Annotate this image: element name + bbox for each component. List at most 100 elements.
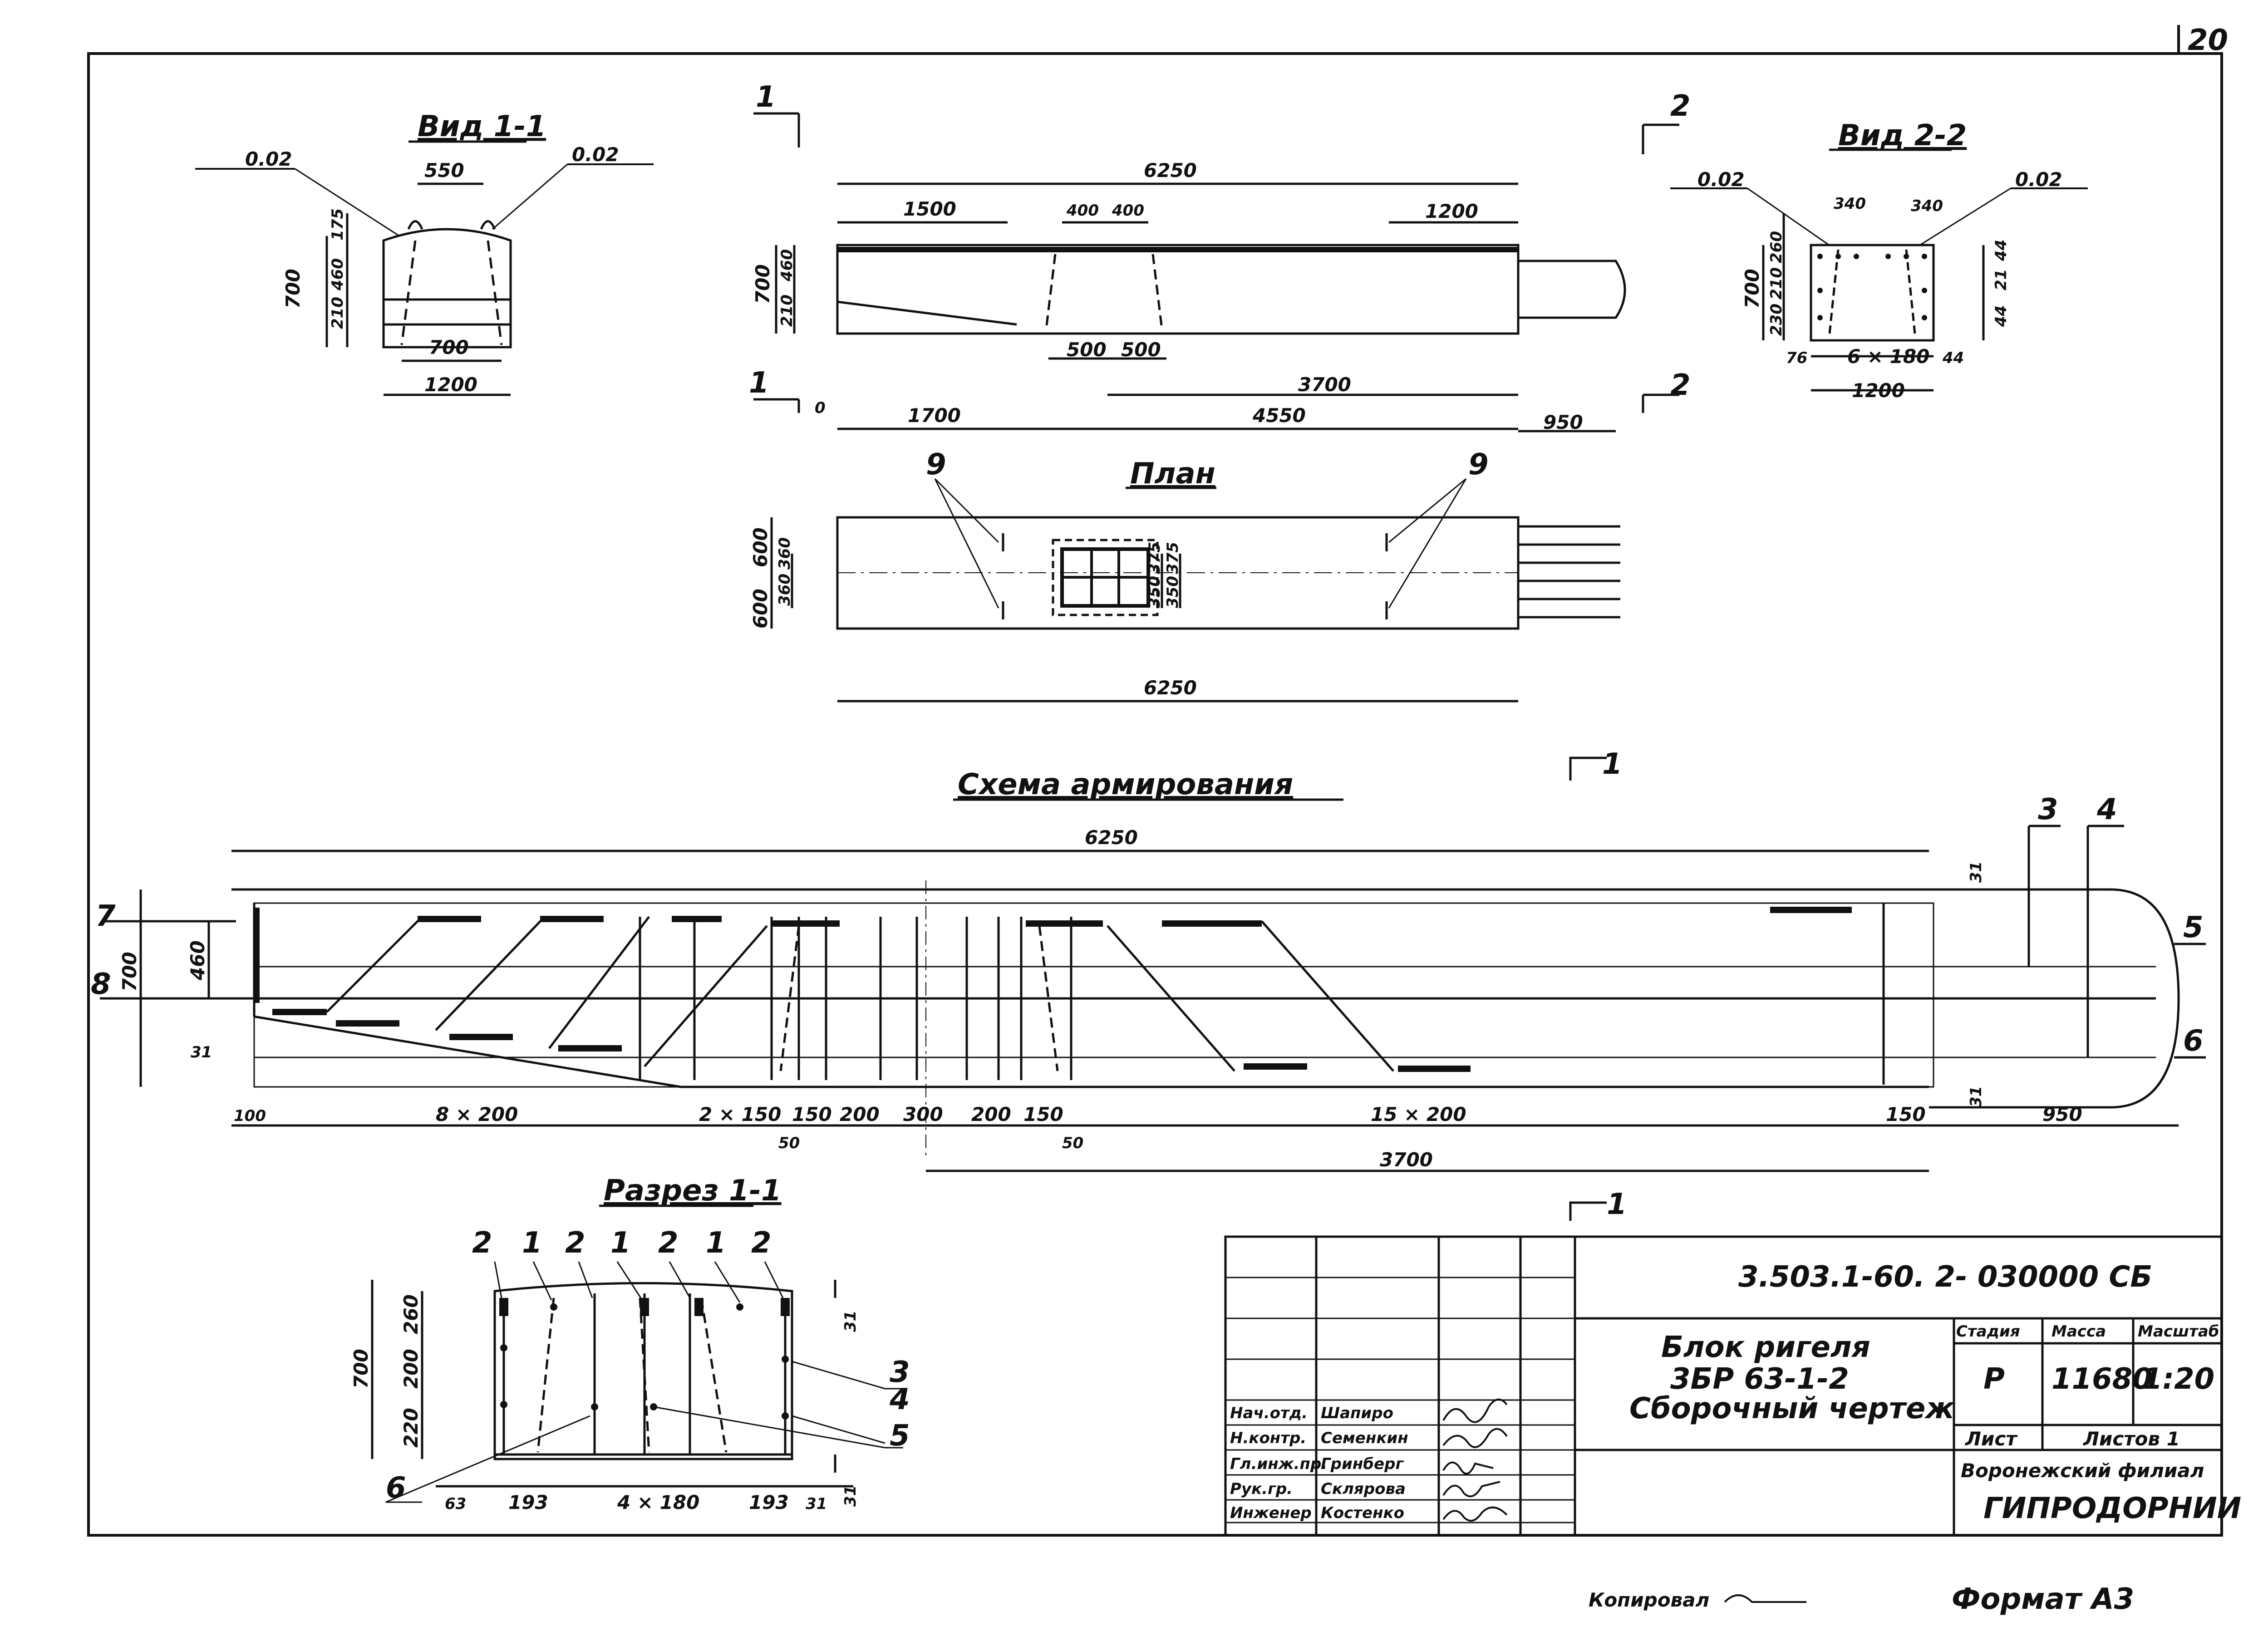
- callout-6: 6: [386, 1471, 406, 1505]
- dim-700: 700: [1741, 269, 1763, 309]
- dim-375a: 375: [1146, 542, 1164, 574]
- dim-6250-plan: 6250: [1144, 677, 1197, 699]
- dim-origin: 0: [815, 399, 826, 417]
- section-mark-1-top: 1: [756, 80, 776, 114]
- callout-3: 3: [2038, 793, 2058, 826]
- org-line-1: Воронежский филиал: [1961, 1459, 2204, 1482]
- dim-150b: 150: [1023, 1103, 1063, 1125]
- person-name-2: Семенкин: [1321, 1429, 1408, 1447]
- person-name-4: Склярова: [1321, 1480, 1406, 1498]
- dim-260: 260: [400, 1294, 422, 1334]
- dim-400b: 400: [1112, 201, 1144, 220]
- dim-600b: 600: [749, 589, 772, 629]
- view-title: Вид 1-1: [418, 110, 546, 143]
- view-vid-2-2: Вид 2-2 0.02 0.02 340 340 76 6 × 180 44: [1670, 119, 2088, 402]
- stage-value: Р: [1983, 1362, 2005, 1396]
- signatures: [1442, 1398, 1508, 1522]
- dim-460-left: 460: [778, 249, 796, 282]
- section-mark-1-lower: 1: [1607, 1188, 1627, 1221]
- view-reinforcement-scheme: Схема армирования: [91, 747, 2206, 1221]
- dim-6250: 6250: [1085, 826, 1138, 849]
- slope-right-label: 0.02: [572, 143, 619, 166]
- person-role-5: Инженер: [1230, 1504, 1312, 1522]
- sheet-frame: [87, 25, 2223, 1537]
- name-line-1: Блок ригеля: [1661, 1331, 1870, 1364]
- person-role-4: Рук.гр.: [1230, 1480, 1293, 1498]
- dim-175: 175: [329, 208, 347, 241]
- dim-700: 700: [350, 1349, 372, 1389]
- callout-2a: 2: [472, 1226, 492, 1260]
- section-mark-1-bottom: 1: [749, 366, 769, 400]
- format-label: Формат А3: [1952, 1582, 2134, 1616]
- dim-31-bottom: 31: [806, 1495, 827, 1513]
- dim-193a: 193: [508, 1491, 548, 1513]
- callout-4: 4: [889, 1383, 910, 1416]
- dim-50a: 50: [778, 1134, 800, 1152]
- dim-500b: 500: [1121, 339, 1161, 361]
- view-elevation: 1 1 2 2 6250 1500 400 400 1200 500 500 3…: [749, 80, 1691, 433]
- dim-1700: 1700: [908, 404, 961, 427]
- dim-31-right-top: 31: [1967, 861, 1985, 883]
- dim-3700: 3700: [1380, 1149, 1433, 1171]
- dim-200b: 200: [971, 1103, 1011, 1125]
- view-title: Вид 2-2: [1838, 119, 1967, 152]
- callout-9-right: 9: [1468, 448, 1489, 482]
- dim-260: 260: [1767, 231, 1786, 263]
- dim-15x200: 15 × 200: [1371, 1103, 1466, 1125]
- dim-21: 21: [1992, 269, 2010, 290]
- dim-360a: 360: [776, 537, 794, 570]
- person-name-5: Костенко: [1321, 1504, 1404, 1522]
- callout-1a: 1: [522, 1226, 542, 1260]
- dim-210: 210: [329, 297, 347, 329]
- view-title: Разрез 1-1: [604, 1174, 782, 1208]
- dim-150c: 150: [1886, 1103, 1926, 1125]
- dim-210: 210: [1767, 267, 1786, 300]
- callout-2c: 2: [658, 1226, 679, 1260]
- callout-1b: 1: [610, 1226, 631, 1260]
- dim-193b: 193: [749, 1491, 789, 1513]
- person-name-3: Гринберг: [1321, 1455, 1404, 1473]
- name-line-3: Сборочный чертеж: [1629, 1392, 1955, 1425]
- person-role-3: Гл.инж.пр.: [1230, 1455, 1327, 1473]
- person-name-1: Шапиро: [1321, 1404, 1393, 1422]
- name-line-2: 3БР 63-1-2: [1670, 1362, 1849, 1396]
- dim-1200: 1200: [1425, 200, 1478, 222]
- dim-550: 550: [424, 159, 464, 182]
- mass-value: 11680: [2052, 1362, 2153, 1396]
- dim-2x150: 2 × 150: [699, 1103, 781, 1125]
- dim-76: 76: [1786, 349, 1807, 367]
- view-title: Схема армирования: [958, 768, 1293, 801]
- copied-by-label: Копировал: [1589, 1589, 1709, 1611]
- callout-2d: 2: [751, 1226, 772, 1260]
- callout-4: 4: [2096, 793, 2117, 826]
- dim-31-right-top: 31: [841, 1311, 860, 1332]
- dim-300: 300: [903, 1103, 943, 1125]
- section-mark-2-top: 2: [1670, 89, 1691, 123]
- dim-220: 220: [400, 1408, 422, 1448]
- dim-460-left: 460: [187, 940, 209, 981]
- dim-100: 100: [234, 1107, 266, 1125]
- dim-460: 460: [329, 258, 347, 291]
- dim-500a: 500: [1067, 339, 1107, 361]
- dim-1500: 1500: [903, 198, 956, 220]
- callout-6: 6: [2183, 1024, 2204, 1058]
- dim-950: 950: [2042, 1103, 2082, 1125]
- dim-3700: 3700: [1298, 373, 1351, 396]
- dim-950: 950: [1543, 411, 1583, 433]
- view-vid-1-1: Вид 1-1 0.02 0.02 550 700 1200 700 175: [195, 110, 654, 396]
- dim-400a: 400: [1066, 201, 1099, 220]
- slope-left-label: 0.02: [1697, 168, 1745, 191]
- dim-700-left: 700: [118, 952, 141, 992]
- dim-31-left: 31: [191, 1043, 212, 1061]
- section-mark-2-bottom: 2: [1670, 369, 1691, 402]
- dim-150a: 150: [792, 1103, 832, 1125]
- person-role-2: Н.контр.: [1230, 1429, 1306, 1447]
- slope-right-label: 0.02: [2015, 168, 2062, 191]
- callout-1c: 1: [706, 1226, 726, 1260]
- drawing-code: 3.503.1-60. 2- 030000 СБ: [1738, 1260, 2152, 1294]
- dim-600a: 600: [749, 527, 772, 567]
- view-plan: План: [749, 448, 1620, 703]
- dim-230: 230: [1767, 304, 1786, 336]
- dim-31-right-bottom: 31: [1967, 1086, 1985, 1107]
